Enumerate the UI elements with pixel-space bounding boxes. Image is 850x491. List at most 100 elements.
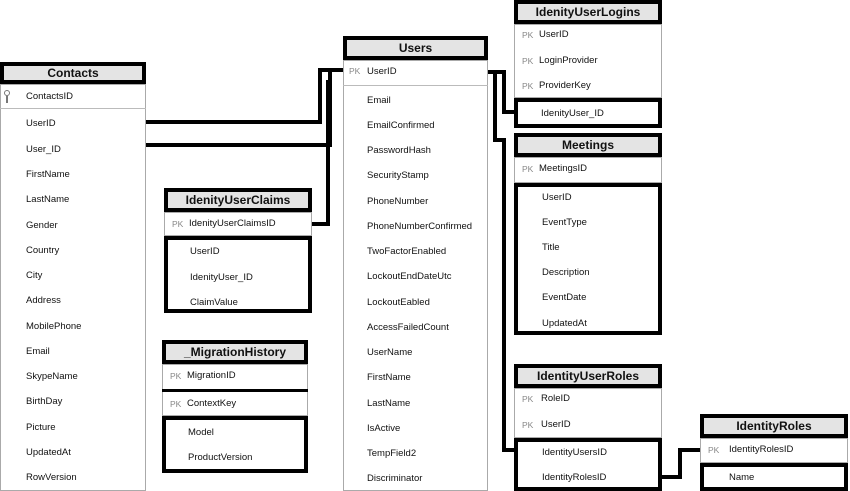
table-title: IdentityRoles — [736, 419, 812, 433]
pk-field: UserID — [541, 419, 571, 430]
connector-roles-identityroles — [662, 448, 702, 479]
pk-marker: PK — [522, 164, 534, 174]
pk-divider — [162, 389, 308, 392]
table-identity-user-logins[interactable]: IdenityUserLogins PK UserID PK LoginProv… — [514, 0, 662, 128]
field: Country — [26, 245, 60, 256]
table-meetings-body — [514, 183, 662, 335]
connector-users-roles — [493, 72, 516, 452]
pk-field: UserID — [539, 29, 569, 40]
field: Email — [367, 95, 391, 106]
field: UserID — [542, 192, 572, 203]
pk-marker: PK — [522, 30, 534, 40]
table-contacts-header: Contacts — [0, 62, 146, 84]
field: IdentityUsersID — [542, 447, 607, 458]
table-user-roles-body — [514, 438, 662, 491]
table-claims-header: IdenityUserClaims — [164, 188, 312, 212]
field: RowVersion — [26, 472, 77, 483]
field: IdenityUser_ID — [190, 272, 253, 283]
field: AccessFailedCount — [367, 322, 449, 333]
field: EventDate — [542, 292, 587, 303]
field: IdentityRolesID — [542, 472, 607, 483]
field: ProductVersion — [188, 452, 253, 463]
field: LockoutEabled — [367, 297, 430, 308]
field: IdenityUser_ID — [541, 108, 604, 119]
field: ClaimValue — [190, 297, 238, 308]
table-logins-header: IdenityUserLogins — [514, 0, 662, 24]
field: SecurityStamp — [367, 170, 429, 181]
pk-field: MigrationID — [187, 370, 236, 381]
pk-marker: PK — [170, 371, 182, 381]
field: MobilePhone — [26, 321, 82, 332]
table-meetings[interactable]: Meetings PK MeetingsID UserID EventType … — [514, 133, 662, 335]
field: User_ID — [26, 144, 61, 155]
field: IsActive — [367, 423, 401, 434]
table-users-header: Users — [343, 36, 488, 60]
table-migration-body — [162, 416, 308, 473]
field: Address — [26, 295, 61, 306]
pk-marker: PK — [349, 66, 361, 76]
pk-divider — [343, 85, 488, 86]
field: UpdatedAt — [26, 447, 71, 458]
table-meetings-header: Meetings — [514, 133, 662, 157]
field: Model — [188, 427, 214, 438]
connector-contacts-users-2 — [144, 70, 332, 147]
pk-marker: PK — [522, 81, 534, 91]
field: Picture — [26, 422, 56, 433]
field: UserName — [367, 347, 413, 358]
table-migration-history[interactable]: _MigrationHistory PK MigrationID PK Cont… — [162, 340, 308, 473]
pk-marker: PK — [170, 399, 182, 409]
table-identity-user-claims[interactable]: IdenityUserClaims PK IdenityUserClaimsID… — [164, 188, 312, 313]
table-users-body — [343, 60, 488, 491]
pk-field: ContactsID — [26, 91, 73, 102]
field: UserID — [26, 118, 56, 129]
table-title: IdenityUserLogins — [535, 5, 641, 19]
connector-contacts-users — [144, 68, 345, 124]
key-icon-stem — [6, 96, 8, 103]
field: LastName — [26, 194, 70, 205]
field: FirstName — [367, 372, 411, 383]
table-user-roles-pk-box — [514, 388, 662, 438]
field: PasswordHash — [367, 145, 431, 156]
table-contacts-body — [0, 84, 146, 491]
field: PhoneNumberConfirmed — [367, 221, 473, 232]
table-title: IdenityUserClaims — [185, 193, 291, 207]
pk-field: IdentityRolesID — [729, 444, 794, 455]
field: City — [26, 270, 43, 281]
field: TempField2 — [367, 448, 417, 459]
table-contacts[interactable]: Contacts ContactsID UserID User_ID First… — [0, 62, 146, 491]
connector-claims-users — [310, 80, 330, 226]
table-logins-body — [514, 98, 662, 128]
field: EmailConfirmed — [367, 120, 435, 131]
field: LockoutEndDateUtc — [367, 271, 452, 282]
field: PhoneNumber — [367, 196, 429, 207]
key-icon — [4, 90, 10, 96]
table-roles-pk-box — [700, 438, 848, 463]
table-roles-header: IdentityRoles — [700, 414, 848, 438]
field: Email — [26, 346, 50, 357]
pk-divider — [0, 108, 146, 109]
field: UserID — [190, 246, 220, 257]
table-title: Meetings — [561, 138, 614, 152]
pk-marker: PK — [522, 420, 534, 430]
pk-field: RoleID — [541, 393, 571, 404]
field: Gender — [26, 220, 58, 231]
table-users[interactable]: Users PK UserID Email EmailConfirmed Pas… — [343, 36, 488, 491]
table-user-roles-header: IdentityUserRoles — [514, 364, 662, 388]
field: LastName — [367, 398, 411, 409]
table-title: Users — [398, 41, 433, 55]
table-logins-pk-box — [514, 24, 662, 98]
field: UpdatedAt — [542, 318, 587, 329]
table-title: _MigrationHistory — [183, 345, 286, 359]
table-title: IdentityUserRoles — [536, 369, 640, 383]
pk-marker: PK — [708, 445, 720, 455]
table-identity-roles[interactable]: IdentityRoles PK IdentityRolesID Name — [700, 414, 848, 491]
table-claims-body — [164, 236, 312, 313]
pk-field: UserID — [367, 66, 397, 77]
table-roles-body — [700, 463, 848, 491]
pk-field: ProviderKey — [539, 80, 591, 91]
table-title: Contacts — [47, 66, 99, 80]
field: Name — [729, 472, 755, 483]
table-identity-user-roles[interactable]: IdentityUserRoles PK RoleID PK UserID Id… — [514, 364, 662, 491]
field: EventType — [542, 217, 587, 228]
